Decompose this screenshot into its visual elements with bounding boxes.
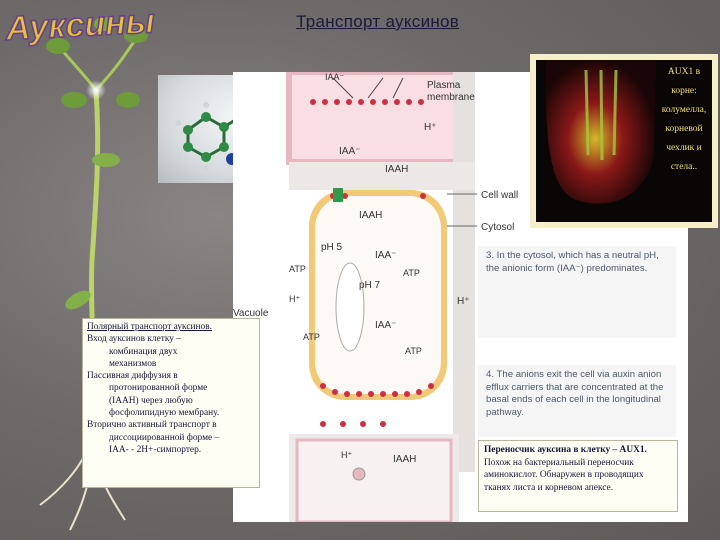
svg-text:pH 7: pH 7 xyxy=(359,280,381,291)
svg-text:Plasma: Plasma xyxy=(427,80,461,91)
aux1-heading: Переносчик ауксина в клетку – AUX1. xyxy=(484,445,647,455)
polar-transport-heading: Полярный транспорт ауксинов. xyxy=(87,322,212,332)
slide-title: Транспорт ауксинов xyxy=(296,12,460,31)
svg-text:ATP: ATP xyxy=(303,332,320,342)
svg-text:H⁺: H⁺ xyxy=(341,450,352,460)
svg-text:ATP: ATP xyxy=(289,264,306,274)
svg-text:IAAH: IAAH xyxy=(359,210,382,221)
svg-text:Cytosol: Cytosol xyxy=(481,222,514,233)
svg-text:H⁺: H⁺ xyxy=(457,296,470,307)
svg-text:IAA⁻: IAA⁻ xyxy=(339,146,360,157)
title-auxins: Ауксины xyxy=(3,2,156,48)
aux1-carrier-textbox: Переносчик ауксина в клетку – AUX1. Похо… xyxy=(478,440,678,512)
svg-text:IAAH: IAAH xyxy=(385,164,408,175)
svg-text:Vacuole: Vacuole xyxy=(233,308,269,319)
svg-text:H⁺: H⁺ xyxy=(289,294,300,304)
svg-text:H⁺: H⁺ xyxy=(424,122,437,133)
svg-text:Ауксины: Ауксины xyxy=(4,2,156,48)
svg-text:IAAH: IAAH xyxy=(393,454,416,465)
svg-text:ATP: ATP xyxy=(403,268,420,278)
svg-text:IAA⁻: IAA⁻ xyxy=(375,250,396,261)
polar-transport-textbox: Полярный транспорт ауксинов. Вход ауксин… xyxy=(82,318,260,488)
svg-text:Cell wall: Cell wall xyxy=(481,190,518,201)
aux1-micrograph: AUX1 в корне: колумелла, корневой чехлик… xyxy=(530,54,718,228)
svg-text:membrane: membrane xyxy=(427,92,475,103)
svg-text:IAA⁻: IAA⁻ xyxy=(375,320,396,331)
svg-text:IAA⁻: IAA⁻ xyxy=(325,72,345,82)
diagram-note-3: 3. In the cytosol, which has a neutral p… xyxy=(478,246,676,338)
auxin-transport-diagram: IAA⁻ Plasma membrane H⁺ IAA⁻ IAAH IAAH p… xyxy=(233,69,688,524)
micrograph-caption: AUX1 в корне: колумелла, корневой чехлик… xyxy=(661,67,707,172)
svg-text:pH 5: pH 5 xyxy=(321,242,343,253)
diagram-note-4: 4. The anions exit the cell via auxin an… xyxy=(478,365,676,437)
svg-text:ATP: ATP xyxy=(405,346,422,356)
